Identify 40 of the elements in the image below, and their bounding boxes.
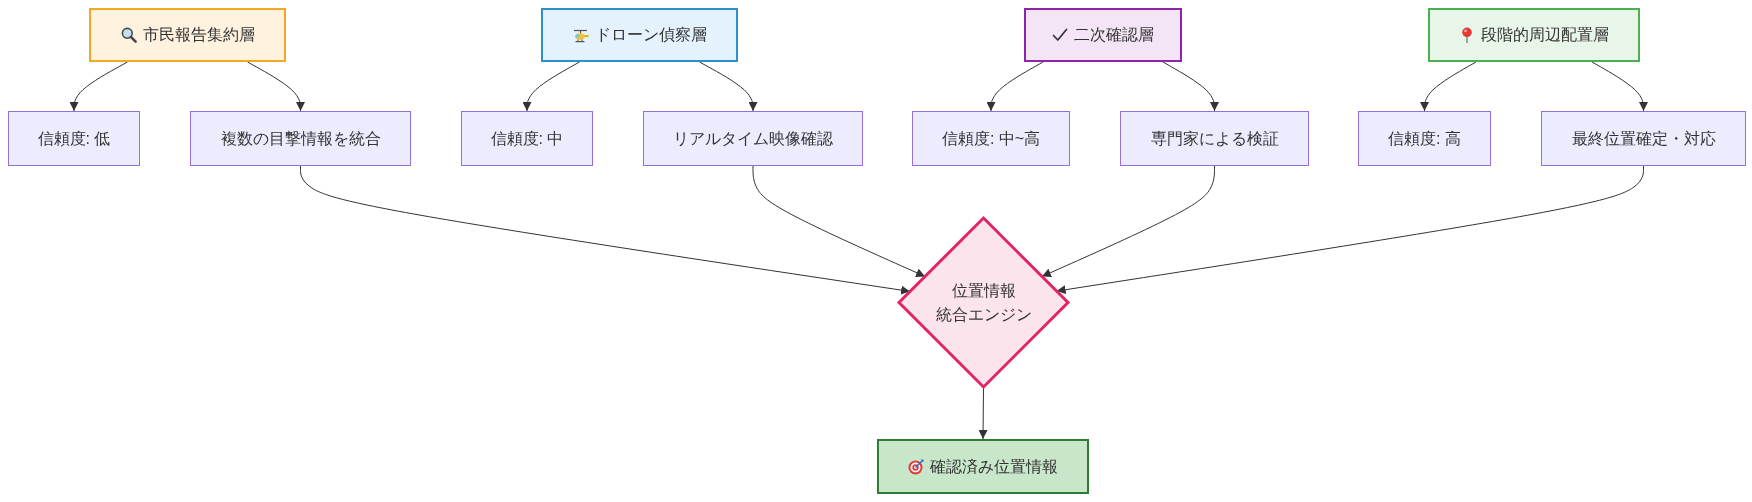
node-label: 段階的周辺配置層 (1481, 25, 1609, 45)
arrow (1591, 61, 1648, 112)
arrow (69, 61, 128, 112)
process-box (912, 111, 1070, 166)
process-box (643, 111, 863, 166)
arrow (986, 61, 1044, 112)
node-label: 二次確認層 (1074, 25, 1154, 45)
category-box (1428, 8, 1640, 62)
result-box (877, 439, 1089, 494)
arrow (1162, 61, 1219, 112)
category-box (541, 8, 738, 62)
process-box (8, 111, 140, 166)
arrow (978, 386, 988, 440)
category-box (89, 8, 286, 62)
arrow (247, 61, 305, 112)
node-label: ドローン偵察層 (594, 25, 707, 45)
process-box (190, 111, 411, 166)
node-label: 最終位置確定・対応 (1571, 128, 1716, 149)
process-box (461, 111, 593, 166)
node-label: 信頼度: 中~高 (941, 128, 1041, 149)
node-label: リアルタイム映像確認 (673, 128, 833, 149)
node-label: 複数の目撃情報を統合 (220, 128, 381, 149)
arrow (522, 61, 580, 112)
process-box (1358, 111, 1491, 166)
arrow (300, 165, 911, 295)
arrow (1056, 165, 1644, 295)
process-box (1120, 111, 1309, 166)
arrow (1420, 61, 1477, 112)
node-label: 位置情報統合エンジン (935, 280, 1032, 325)
node-label: 市民報告集約層 (142, 25, 255, 45)
arrow (1041, 165, 1215, 277)
node-label: 専門家による検証 (1150, 128, 1279, 149)
category-box (1024, 8, 1182, 62)
node-label: 確認済み位置情報 (930, 456, 1058, 477)
node-label: 信頼度: 低 (37, 128, 111, 149)
arrow (752, 165, 926, 277)
node-label: 信頼度: 高 (1388, 128, 1461, 149)
node-label: 信頼度: 中 (490, 128, 564, 149)
arrow (699, 61, 758, 112)
process-box (1541, 111, 1746, 166)
